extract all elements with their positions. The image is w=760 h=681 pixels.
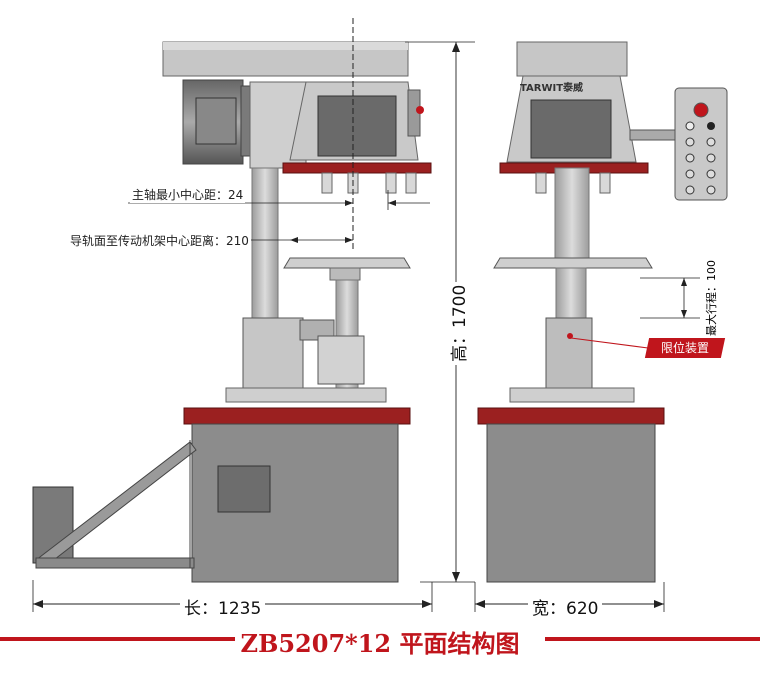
limit-device-part <box>545 317 593 389</box>
limit-leader <box>570 337 649 349</box>
base-top <box>183 407 411 425</box>
limit-device-label: 限位装置 <box>660 341 709 355</box>
max-stroke-label: 最大行程：100 <box>705 260 718 336</box>
title-bar: ZB5207*12 平面结构图 <box>0 622 760 658</box>
spindle-distance-dim <box>128 190 430 210</box>
side-top-beam <box>516 41 628 77</box>
brand-logo: TARWIT泰威 <box>520 83 584 94</box>
column <box>251 167 279 319</box>
length-label: 长：1235 <box>180 594 266 619</box>
page-title: ZB5207*12 平面结构图 <box>240 629 520 658</box>
width-label: 宽：620 <box>528 594 603 619</box>
head-plate <box>282 162 432 174</box>
height-label: 高：1700 <box>445 281 470 365</box>
limit-device-tag: 限位装置 <box>644 338 726 358</box>
side-base-body <box>486 423 656 583</box>
title-line-right <box>545 637 760 641</box>
stroke-dim <box>640 277 700 319</box>
work-table <box>283 257 411 269</box>
guide-distance-label: 导轨面至传动机架中心距离：210 <box>68 232 251 249</box>
side-view <box>477 41 728 583</box>
title-line-left <box>0 637 235 641</box>
front-view <box>32 18 432 583</box>
side-table <box>493 257 653 269</box>
spindle-distance-label: 主轴最小中心距：24 <box>130 186 246 203</box>
